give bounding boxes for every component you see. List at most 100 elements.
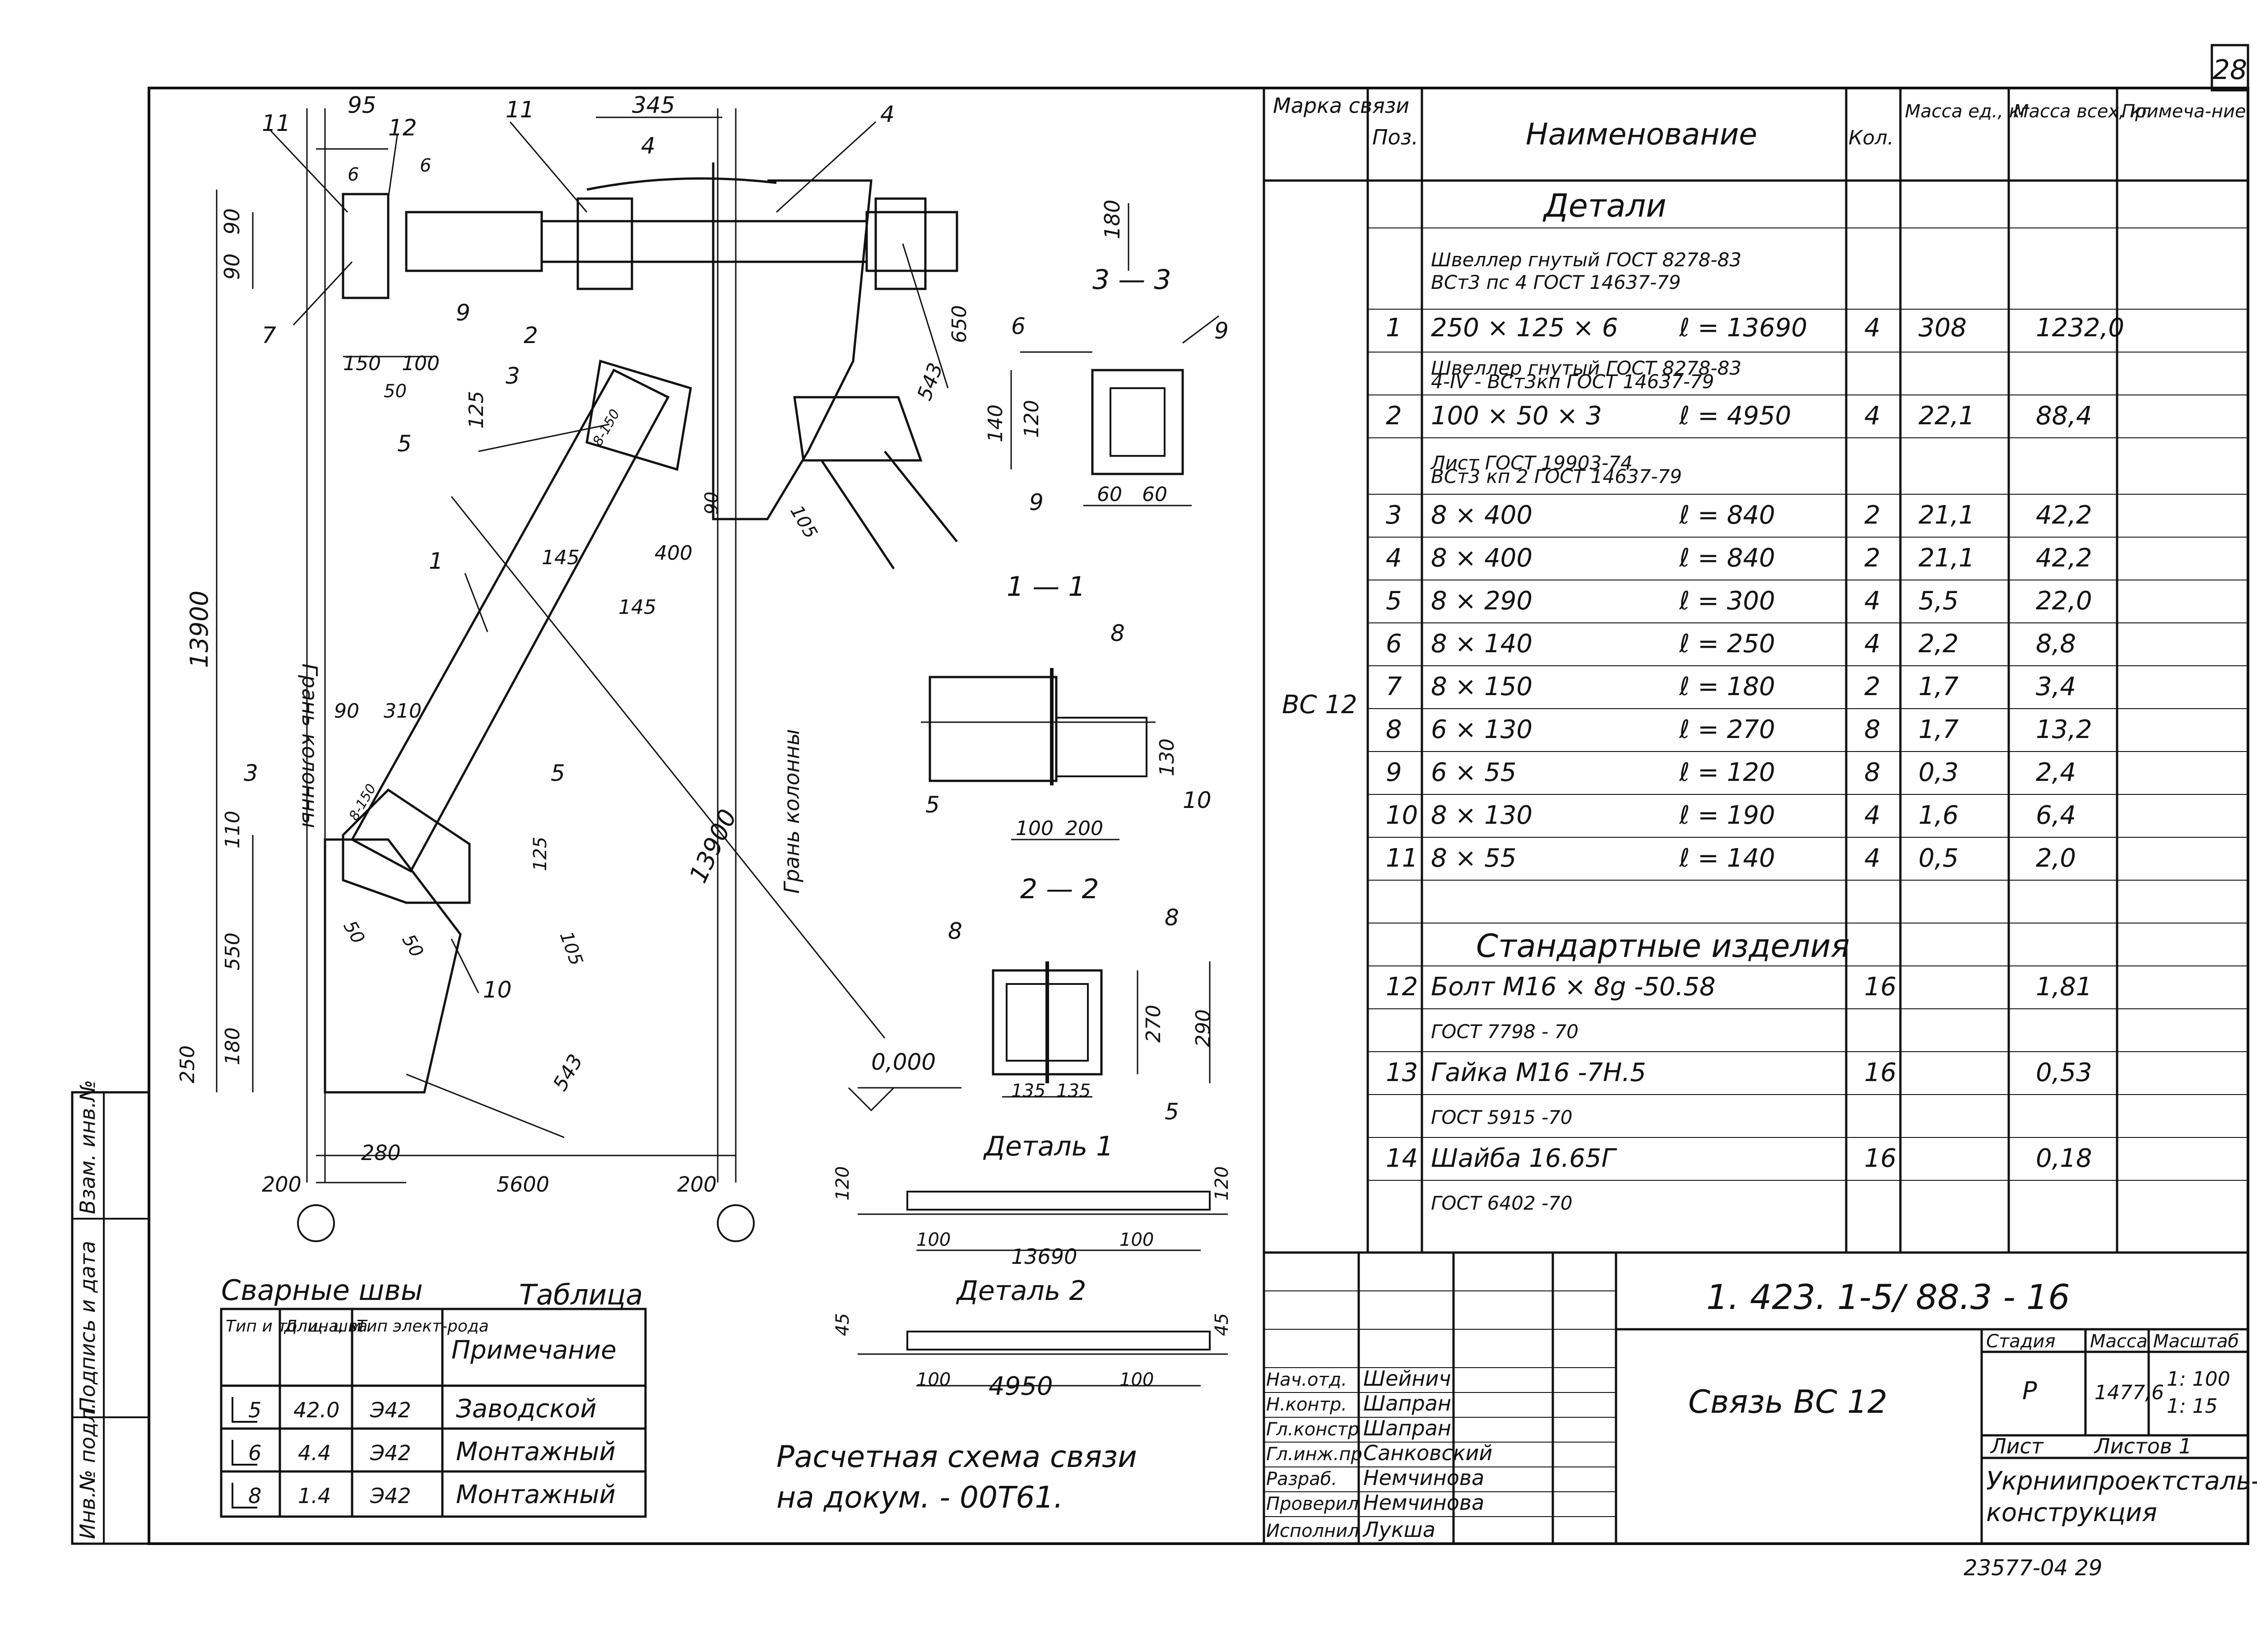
- dim-label: 45: [1212, 1313, 1232, 1336]
- weld-length: 4.4: [298, 1441, 331, 1465]
- spec-row-length: ℓ = 180: [1679, 672, 1775, 701]
- section-1-1: [921, 668, 1156, 840]
- section-3-3-title: 3 — 3: [1092, 264, 1171, 296]
- dim-label: 50: [398, 931, 427, 961]
- spec-row-mass-total: 13,2: [2036, 715, 2092, 744]
- dim-label: 345: [632, 92, 675, 118]
- pos-label: 7: [262, 322, 276, 348]
- weld-length: 1.4: [298, 1484, 331, 1508]
- spec-row-pos: 4: [1386, 543, 1402, 573]
- detail-2-title: Деталь 2: [956, 1275, 1086, 1307]
- spec-row-qty: 4: [1864, 401, 1881, 431]
- spec-row-qty: 2: [1864, 672, 1881, 701]
- dim-label: 200: [677, 1172, 717, 1197]
- spec-row-name: Лист ГОСТ 19903-74: [1430, 452, 1633, 474]
- pos-label: 9: [1029, 489, 1044, 515]
- spec-row-name: Швеллер гнутый ГОСТ 8278-83: [1431, 357, 1742, 379]
- section-1-1-title: 1 — 1: [1007, 571, 1086, 603]
- mass-value: 1477,6: [2094, 1381, 2164, 1404]
- spec-row-qty: 2: [1864, 501, 1881, 530]
- spec-section-details: Детали: [1542, 187, 1667, 224]
- dim-label: 270: [1142, 1005, 1165, 1043]
- role-name: Лукша: [1362, 1517, 1435, 1542]
- role-name: Шапран: [1363, 1416, 1451, 1440]
- dim-label: 60: [1142, 483, 1167, 506]
- spec-row-pos: 1: [1386, 313, 1402, 343]
- spec-row-mass-unit: 21,1: [1918, 543, 1975, 573]
- pos-label: 3: [244, 760, 258, 786]
- spec-row-mass-total: 6,4: [2036, 801, 2076, 830]
- pos-label: 6: [1011, 313, 1026, 339]
- spec-row-length: ℓ = 13690: [1679, 313, 1807, 343]
- spec-row-mass-total: 8,8: [2036, 629, 2076, 659]
- spec-row-name: 8 × 400: [1431, 543, 1533, 573]
- spec-row-pos: 12: [1386, 972, 1418, 1002]
- scale-value-1: 1: 100: [2167, 1368, 2230, 1391]
- pos-label: 5: [925, 792, 940, 818]
- weld-note: Заводской: [456, 1394, 596, 1424]
- dim-label: 90: [220, 253, 244, 280]
- role-label: Гл.констр: [1266, 1419, 1359, 1440]
- spec-row-name: ВСт3 пс 4 ГОСТ 14637-79: [1431, 271, 1681, 293]
- spec-row-pos: 14: [1386, 1144, 1418, 1173]
- dim-label: 13690: [1011, 1244, 1077, 1269]
- spec-row-mass-unit: 5,5: [1918, 586, 1959, 616]
- spec-row-pos: 5: [1386, 586, 1402, 616]
- spec-section-standard: Стандартные изделия: [1476, 928, 1850, 965]
- dim-label: 100: [916, 1369, 951, 1390]
- level-mark: 0,000: [871, 1049, 936, 1075]
- weld-type: 6: [248, 1441, 261, 1465]
- spec-row-grid: [1368, 227, 2248, 1181]
- section-3-3: [1010, 315, 1219, 506]
- dim-label: 125: [530, 837, 551, 871]
- spec-row-name: 8 × 55: [1431, 844, 1516, 873]
- spec-row-mass-total: 1232,0: [2036, 313, 2124, 343]
- spec-row-qty: 4: [1864, 313, 1881, 343]
- spec-row-name: 8 × 290: [1431, 586, 1533, 616]
- pos-label: 11: [506, 97, 534, 123]
- spec-row-mass-total: 22,0: [2036, 586, 2092, 616]
- dim-label: 180: [1100, 200, 1124, 239]
- spec-row-name: 8 × 140: [1431, 629, 1533, 659]
- spec-row-pos: 6: [1386, 629, 1402, 659]
- spec-row-pos: 3: [1386, 501, 1402, 530]
- spec-row-name: Шайба 16.65Г: [1431, 1144, 1617, 1173]
- spec-row-mass-total: 42,2: [2036, 501, 2092, 530]
- role-name: Санковский: [1363, 1441, 1492, 1465]
- role-label: Н.контр.: [1266, 1394, 1347, 1415]
- role-name: Шапран: [1363, 1391, 1451, 1415]
- spec-row-name: Болт М16 × 8g -50.58: [1431, 972, 1716, 1002]
- dim-label: 50: [339, 917, 368, 947]
- spec-row-mass-unit: 0,3: [1918, 758, 1959, 787]
- spec-row-qty: 4: [1864, 801, 1881, 830]
- pos-label: 5: [551, 760, 565, 786]
- dim-label: 200: [262, 1172, 302, 1197]
- dim-label: 200: [1065, 817, 1103, 840]
- dim-label: 145: [542, 546, 580, 569]
- scale-label: Масштаб: [2153, 1331, 2239, 1352]
- spec-row-length: ℓ = 4950: [1679, 401, 1791, 431]
- spec-row-name: 4-IV - ВСт3кп ГОСТ 14637-79: [1431, 371, 1714, 393]
- spec-row-name: 8 × 400: [1431, 501, 1533, 530]
- spec-row-qty: 2: [1864, 543, 1881, 573]
- dim-label: 105: [786, 502, 821, 542]
- spec-row-name: ВСт3 кп 2 ГОСТ 14637-79: [1431, 465, 1682, 487]
- role-label: Разраб.: [1266, 1469, 1337, 1490]
- section-2-2-title: 2 — 2: [1020, 873, 1099, 905]
- dim-label: 125: [465, 391, 488, 429]
- dim-label: 50: [384, 381, 407, 402]
- spec-header-pos: Поз.: [1372, 125, 1418, 149]
- dim-label: 550: [221, 933, 244, 970]
- spec-row-mass-unit: 2,2: [1918, 629, 1959, 659]
- dim-label: 60: [1097, 483, 1122, 506]
- welds-header-type: Тип и толщ. шва: [226, 1317, 367, 1336]
- spec-row-name: ГОСТ 5915 -70: [1431, 1106, 1573, 1128]
- spec-row-mass-unit: 22,1: [1918, 401, 1975, 431]
- dim-label: 100: [916, 1230, 951, 1250]
- dim-label: 280: [361, 1141, 401, 1165]
- weld-electrode: Э42: [370, 1441, 411, 1465]
- pos-label: 9: [1214, 318, 1229, 344]
- spec-row-length: ℓ = 250: [1679, 629, 1775, 659]
